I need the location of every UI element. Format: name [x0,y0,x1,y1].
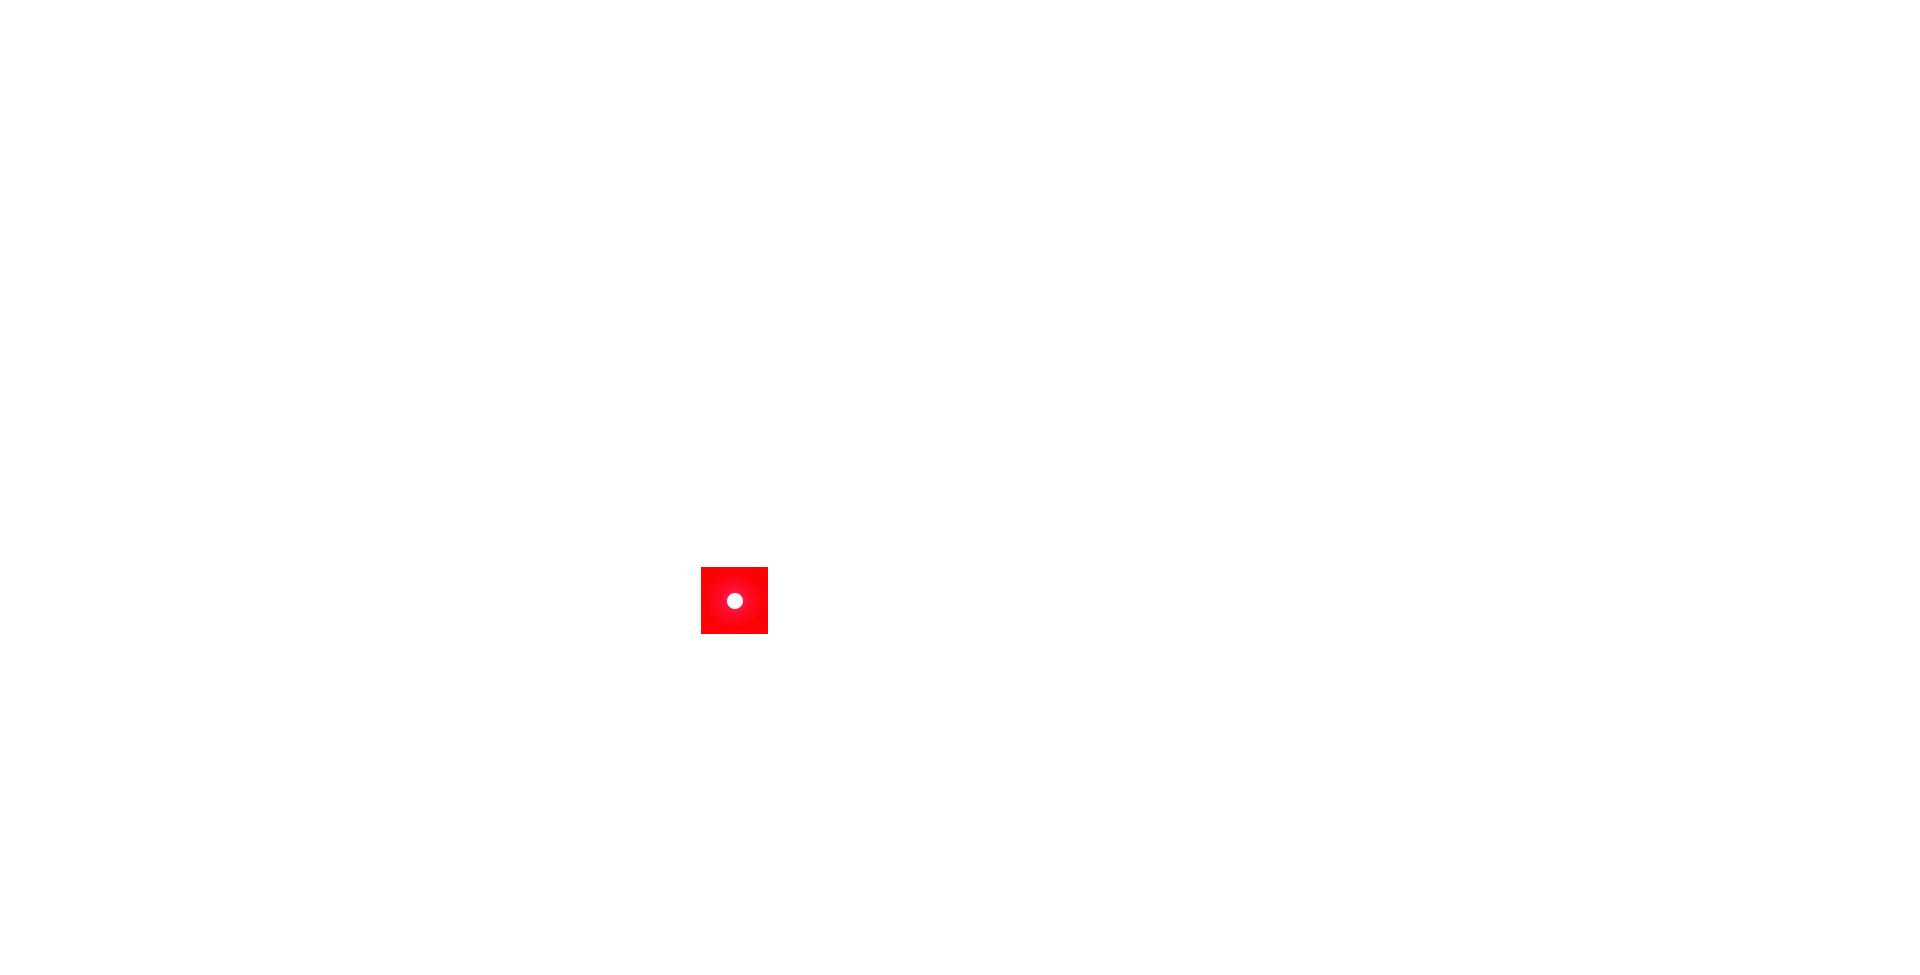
marker-center-dot-icon [726,592,743,609]
red-target-marker[interactable] [701,567,768,634]
